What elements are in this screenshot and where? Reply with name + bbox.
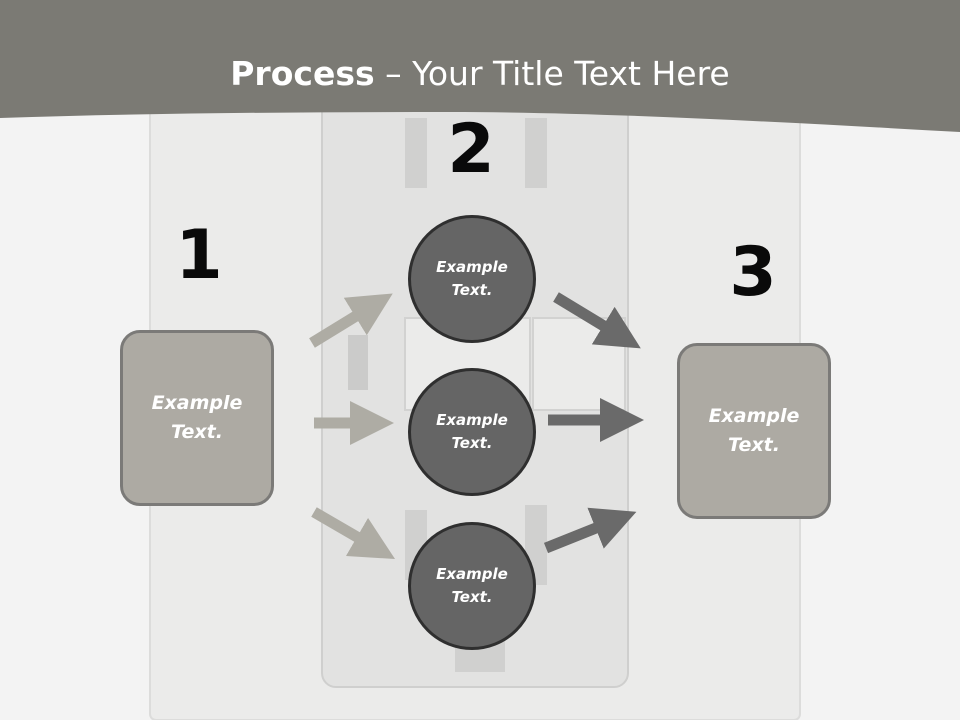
arrow-from-bottom-circle <box>543 507 637 554</box>
outlet-indicator <box>348 335 368 390</box>
arrow-to-top-circle <box>309 293 393 348</box>
circle-bottom-text: Example Text. <box>436 565 508 606</box>
arrow-from-top-circle <box>553 292 641 349</box>
step-number-2: 2 <box>447 110 495 189</box>
right-box: Example Text. <box>677 343 831 519</box>
step-number-1: 1 <box>175 216 223 295</box>
left-box-text: Example Text. <box>151 392 243 443</box>
circle-middle: Example Text. <box>408 368 536 496</box>
circle-middle-text: Example Text. <box>436 411 508 452</box>
page-title: Process – Your Title Text Here <box>0 52 960 96</box>
title-bold: Process <box>230 54 375 93</box>
left-box: Example Text. <box>120 330 274 506</box>
title-rest: – Your Title Text Here <box>374 54 730 93</box>
step-number-3: 3 <box>729 233 777 312</box>
circle-top-text: Example Text. <box>436 258 508 299</box>
arrow-to-bottom-circle <box>311 507 396 560</box>
outlet-slot <box>525 118 547 188</box>
outlet-slot <box>405 118 427 188</box>
right-box-text: Example Text. <box>708 405 800 456</box>
circle-top: Example Text. <box>408 215 536 343</box>
circle-bottom: Example Text. <box>408 522 536 650</box>
